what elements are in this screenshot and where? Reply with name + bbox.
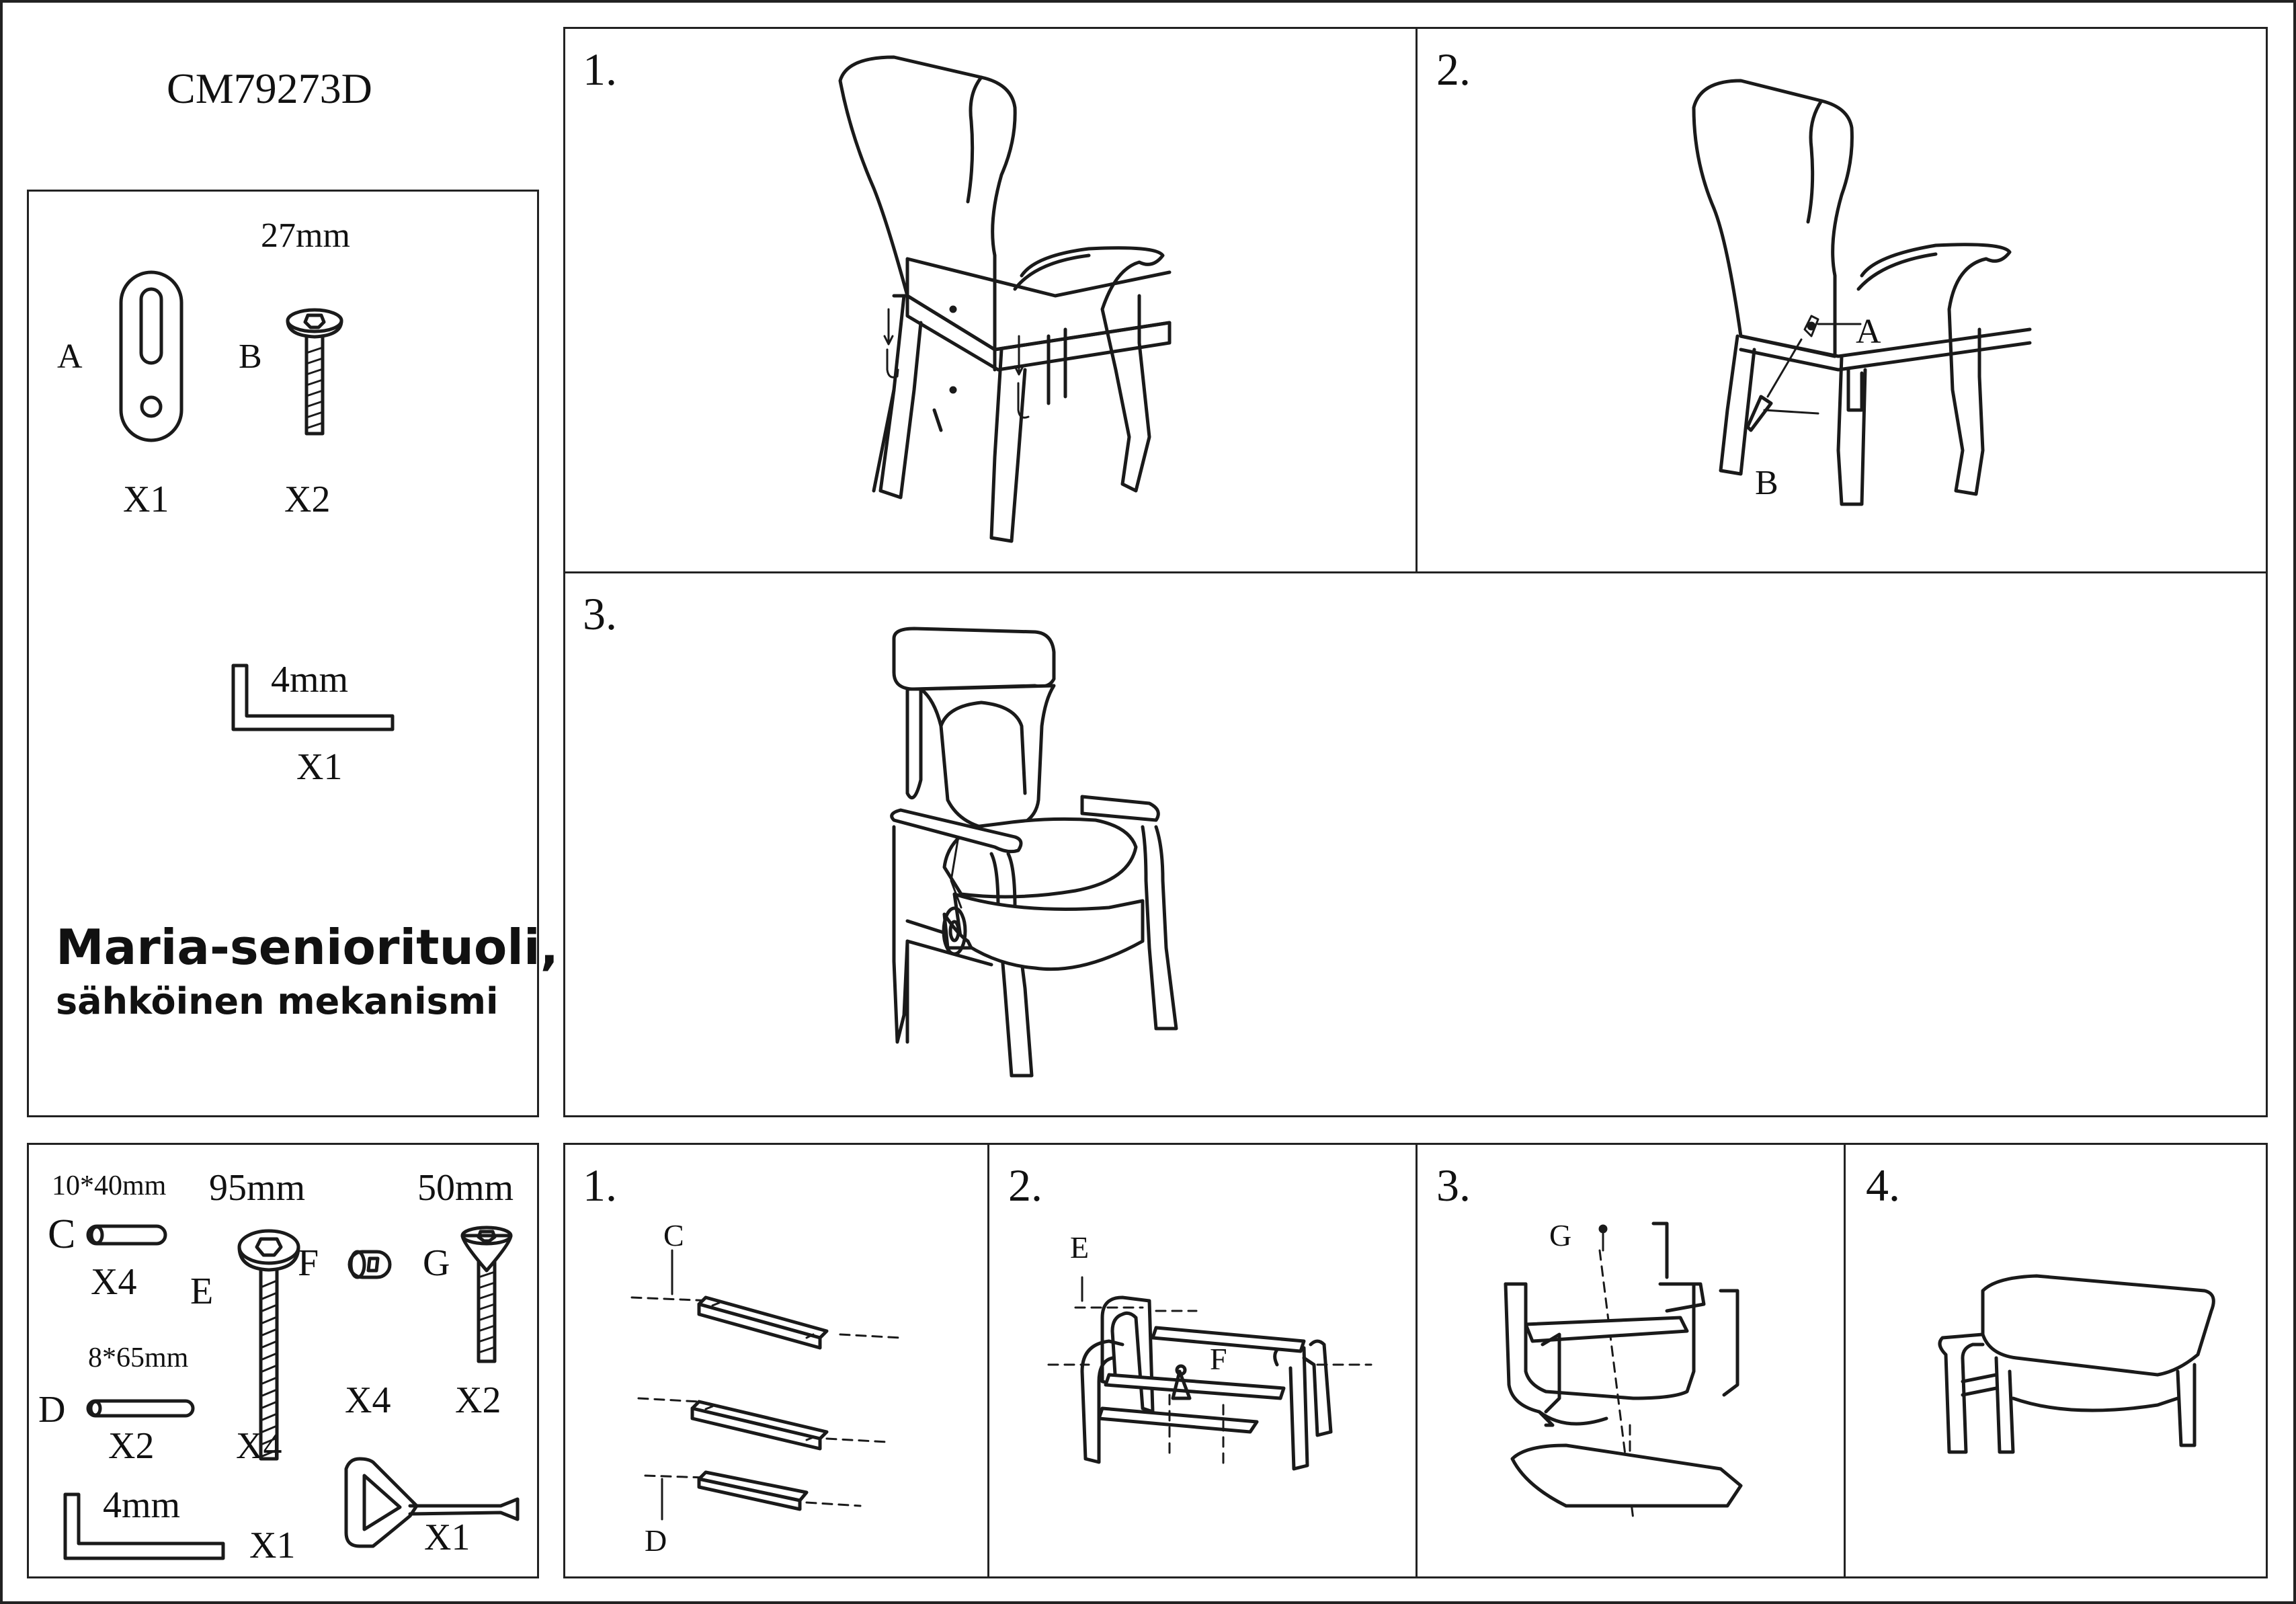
callout-c: C <box>663 1218 684 1252</box>
chair-parts-panel: 27mm A B X1 X2 4mm X1 Maria-seniorituoli… <box>27 190 559 1117</box>
rails-dowels-illustration <box>630 1249 902 1521</box>
dowel-c-size: 10*40mm <box>52 1170 167 1201</box>
dowel-c-label: C <box>48 1211 76 1257</box>
chair-step-3-panel: 3. <box>563 571 2268 1117</box>
bolt-g-size: 50mm <box>417 1167 514 1209</box>
chair-back-bracket-illustration <box>838 55 1172 543</box>
dowel-d-size: 8*65mm <box>88 1342 189 1373</box>
product-subtitle: sähköinen mekanismi <box>56 980 499 1022</box>
stool-seat-assembly-illustration <box>1504 1221 1743 1521</box>
part-b-qty: X2 <box>284 479 331 520</box>
bolt-e-icon <box>237 1229 300 1461</box>
hex-key-icon <box>231 664 395 731</box>
product-name: Maria-seniorituoli, <box>56 919 559 975</box>
part-b-label: B <box>239 337 262 376</box>
nut-f-label: F <box>298 1242 319 1284</box>
hex-key-size: 4mm <box>103 1484 181 1526</box>
assembled-stool-illustration <box>1938 1274 2215 1454</box>
stool-step-2-panel: 2. E F <box>987 1143 1418 1578</box>
nut-f-qty: X4 <box>345 1379 391 1421</box>
link-plate-icon <box>119 270 183 442</box>
dowel-c-icon <box>86 1224 167 1246</box>
dowel-d-qty: X2 <box>108 1425 155 1467</box>
step-number: 3. <box>583 588 617 639</box>
callout-f: F <box>1210 1342 1227 1376</box>
dowel-d-label: D <box>38 1389 66 1431</box>
stool-step-1-panel: 1. C D <box>563 1143 989 1578</box>
callout-d: D <box>645 1523 667 1558</box>
tool-qty: X1 <box>424 1517 470 1558</box>
chair-bracket-bolt-illustration <box>1692 79 2032 506</box>
bolt-e-label: E <box>190 1271 214 1312</box>
step-number: 1. <box>583 1160 617 1211</box>
step-number: 2. <box>1436 44 1471 95</box>
bolt-g-label: G <box>423 1242 450 1284</box>
bolt-e-size: 95mm <box>209 1167 306 1209</box>
t-wrench-tool-icon <box>344 1457 520 1548</box>
callout-b: B <box>1755 464 1778 502</box>
callout-e: E <box>1070 1230 1090 1265</box>
stool-frame-exploded-illustration <box>1047 1276 1372 1471</box>
step-number: 4. <box>1866 1160 1900 1211</box>
model-number: CM79273D <box>167 65 372 112</box>
bolt-icon <box>286 308 343 436</box>
step-number: 1. <box>583 44 617 95</box>
dowel-d-icon <box>86 1399 195 1418</box>
step-number: 3. <box>1436 1160 1471 1211</box>
callout-a: A <box>1856 313 1881 351</box>
part-a-qty: X1 <box>123 479 169 520</box>
hex-key-size: 4mm <box>271 659 349 700</box>
hex-key-icon <box>63 1492 225 1560</box>
assembled-chair-illustration <box>890 627 1178 1078</box>
callout-g: G <box>1549 1218 1572 1252</box>
barrel-nut-f-icon <box>347 1250 392 1279</box>
bolt-g-icon <box>460 1226 513 1363</box>
step-number: 2. <box>1008 1160 1042 1211</box>
hex-key-qty: X1 <box>249 1525 296 1566</box>
hex-key-qty: X1 <box>296 746 343 788</box>
bolt-g-qty: X2 <box>455 1379 501 1421</box>
part-a-b-size: 27mm <box>261 216 350 255</box>
part-a-label: A <box>57 337 83 376</box>
dowel-c-qty: X4 <box>91 1261 137 1303</box>
